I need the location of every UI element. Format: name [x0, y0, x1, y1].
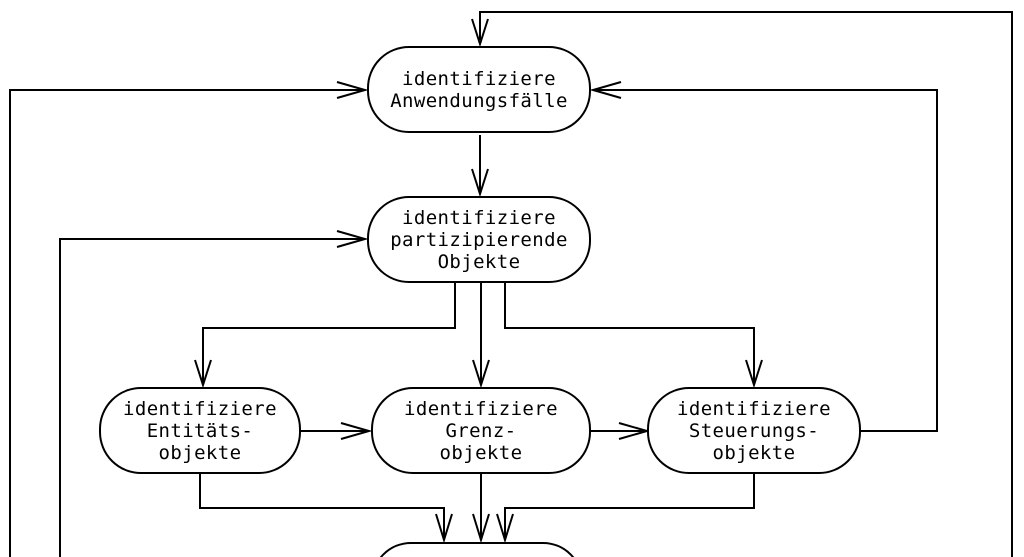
arrowhead-partizipierende-to-grenz: [472, 359, 490, 389]
node-anwendungsfaelle-label: identifiziere Anwendungsfälle: [390, 67, 568, 112]
node-anwendungsfaelle: identifiziere Anwendungsfälle: [367, 46, 591, 133]
node-partizipierende-objekte: identifiziere partizipierende Objekte: [367, 196, 591, 283]
node-entitaetsobjekte-label: identifiziere Entitäts- objekte: [123, 397, 277, 464]
arrowhead-steuerungs-to-bottom: [496, 513, 514, 544]
node-grenzobjekte-label: identifiziere Grenz- objekte: [404, 397, 558, 464]
arrowhead-steuerungs-to-anwendungsfaelle: [589, 81, 622, 99]
edge-partizipierende-to-entitaets: [202, 283, 456, 382]
arrowhead-grenz-to-bottom: [472, 513, 490, 544]
edge-steuerungs-to-anwendungsfaelle: [597, 89, 938, 432]
edge-feedback-left-inner: [59, 238, 362, 557]
arrowhead-partizipierende-to-entitaets: [194, 359, 212, 389]
arrowhead-feedback-top-loop: [471, 18, 489, 48]
arrowhead-entitaets-to-bottom: [435, 513, 453, 544]
node-unteres-objekt-angeschnitten: [371, 542, 583, 557]
arrowhead-feedback-left-outer: [336, 81, 369, 99]
node-partizipierende-objekte-label: identifiziere partizipierende Objekte: [390, 206, 568, 273]
node-grenzobjekte: identifiziere Grenz- objekte: [371, 387, 591, 474]
node-entitaetsobjekte: identifiziere Entitäts- objekte: [99, 387, 301, 474]
node-steuerungsobjekte: identifiziere Steuerungs- objekte: [647, 387, 861, 474]
arrowhead-entitaets-to-grenz: [340, 422, 373, 440]
edge-partizipierende-to-steuerungs: [504, 283, 755, 382]
edge-steuerungs-to-bottom: [504, 474, 755, 537]
edge-feedback-top-loop: [479, 11, 1013, 557]
arrowhead-partizipierende-to-steuerungs: [745, 359, 763, 389]
node-steuerungsobjekte-label: identifiziere Steuerungs- objekte: [677, 397, 831, 464]
edge-entitaets-to-bottom: [199, 474, 445, 537]
edge-feedback-left-outer: [9, 89, 362, 557]
arrowhead-feedback-left-inner: [336, 230, 369, 248]
arrowhead-anwendungsfaelle-to-partizipierende: [471, 168, 489, 198]
